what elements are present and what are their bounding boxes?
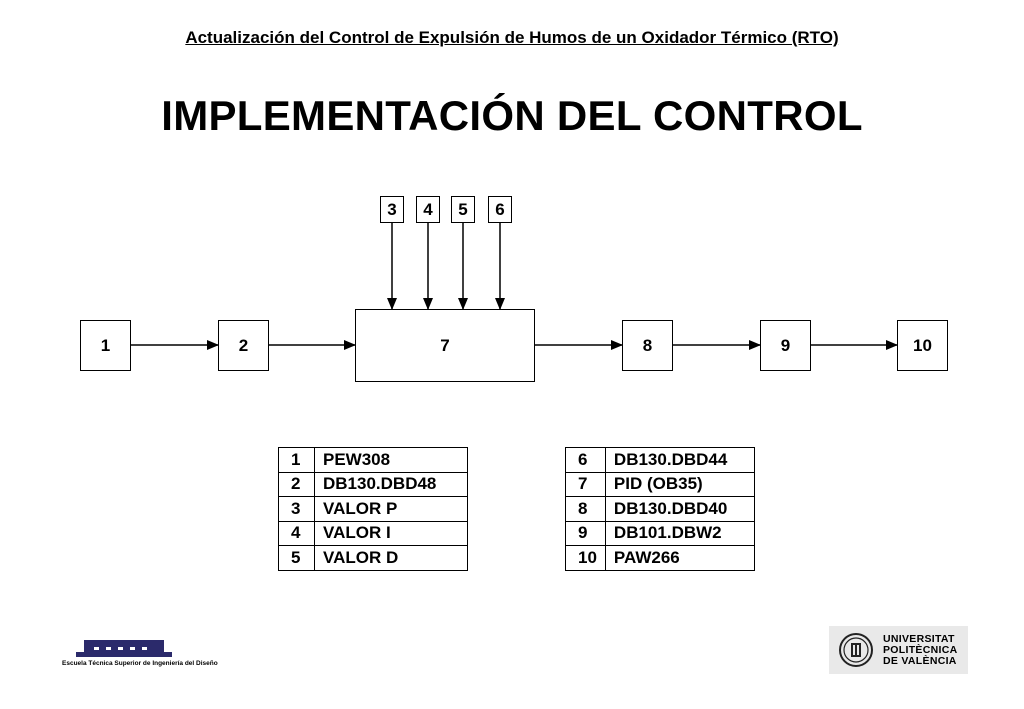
etsid-school-name: Escuela Técnica Superior de Ingeniería d… bbox=[62, 660, 218, 667]
legend-label: PID (OB35) bbox=[604, 471, 756, 497]
legend-label: PAW266 bbox=[604, 545, 756, 571]
upv-line-3: DE VALÈNCIA bbox=[883, 654, 957, 667]
upv-logo: UNIVERSITAT POLITÈCNICA DE VALÈNCIA bbox=[829, 626, 968, 674]
etsid-building-icon bbox=[76, 640, 172, 657]
legend-label: VALOR I bbox=[314, 520, 468, 546]
block-4: 4 bbox=[416, 196, 440, 223]
legend-label: DB130.DBD44 bbox=[604, 447, 756, 473]
legend-number: 10 bbox=[565, 545, 606, 571]
legend-number: 8 bbox=[565, 496, 606, 522]
upv-line-2: POLITÈCNICA bbox=[883, 643, 958, 656]
legend-number: 4 bbox=[278, 520, 315, 546]
legend-number: 1 bbox=[278, 447, 315, 473]
legend-number: 3 bbox=[278, 496, 315, 522]
block-9: 9 bbox=[760, 320, 811, 371]
legend-label: VALOR P bbox=[314, 496, 468, 522]
block-8: 8 bbox=[622, 320, 673, 371]
block-7-pid: 7 bbox=[355, 309, 535, 382]
legend-number: 6 bbox=[565, 447, 606, 473]
upv-seal-icon bbox=[839, 633, 873, 667]
block-6: 6 bbox=[488, 196, 512, 223]
legend-label: PEW308 bbox=[314, 447, 468, 473]
legend-number: 9 bbox=[565, 520, 606, 546]
legend-label: VALOR D bbox=[314, 545, 468, 571]
page-title: IMPLEMENTACIÓN DEL CONTROL bbox=[161, 92, 863, 139]
legend-number: 7 bbox=[565, 471, 606, 497]
block-5: 5 bbox=[451, 196, 475, 223]
legend-number: 5 bbox=[278, 545, 315, 571]
legend-label: DB130.DBD48 bbox=[314, 471, 468, 497]
legend-number: 2 bbox=[278, 471, 315, 497]
block-1: 1 bbox=[80, 320, 131, 371]
upv-line-1: UNIVERSITAT bbox=[883, 632, 955, 645]
document-subtitle: Actualización del Control de Expulsión d… bbox=[185, 28, 839, 47]
block-2: 2 bbox=[218, 320, 269, 371]
legend-label: DB130.DBD40 bbox=[604, 496, 756, 522]
block-3: 3 bbox=[380, 196, 404, 223]
block-10: 10 bbox=[897, 320, 948, 371]
upv-name: UNIVERSITAT POLITÈCNICA DE VALÈNCIA bbox=[883, 632, 958, 667]
legend-label: DB101.DBW2 bbox=[604, 520, 756, 546]
etsid-logo: Escuela Técnica Superior de Ingeniería d… bbox=[62, 638, 218, 674]
